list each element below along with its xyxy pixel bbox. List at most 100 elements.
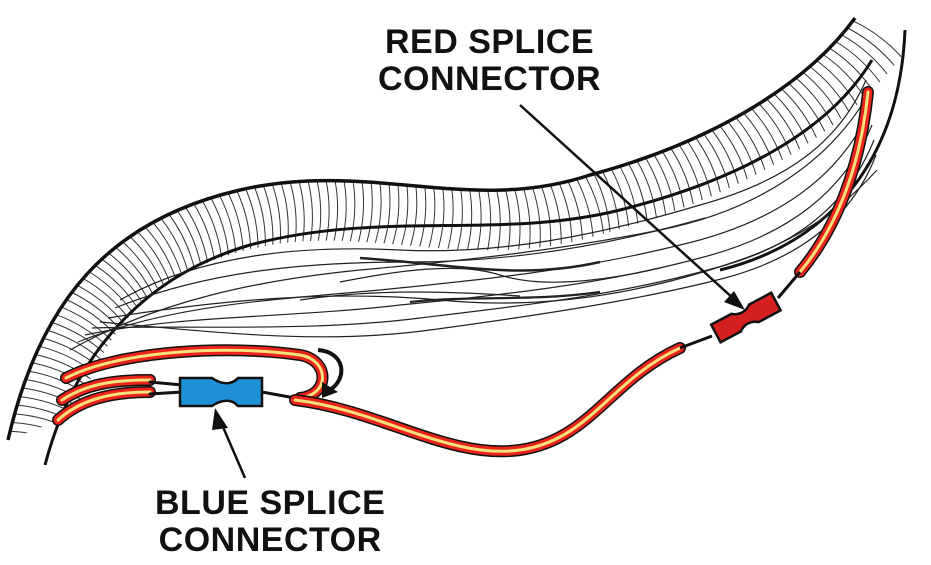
red-splice-connector — [709, 291, 783, 345]
sheath-hatch-line — [108, 252, 149, 299]
sheath-hatch-line — [795, 77, 834, 126]
blue-splice-label-line2: CONNECTOR — [158, 521, 382, 559]
sheath-hatch-line — [576, 178, 594, 237]
sheath-hatch-line — [298, 181, 305, 242]
sheath-hatch-line — [727, 121, 757, 175]
sheath-hatch-line — [35, 354, 91, 380]
sheath-hatch-line — [636, 160, 657, 218]
sheath-hatch-line — [437, 188, 445, 249]
sheath-hatch-line — [802, 71, 842, 119]
sheath-hatch-line — [766, 98, 801, 150]
sheath-hatch-line — [289, 182, 297, 242]
sheath-hatch-line — [349, 181, 356, 242]
sheath-hatch-line — [218, 195, 237, 254]
sheath-hatch-line — [645, 157, 667, 215]
sheath-hatch-line — [487, 190, 492, 251]
sheath-hatch-line — [160, 217, 189, 272]
blue-splice-connector — [178, 376, 264, 408]
sheath-hatch-line — [835, 41, 881, 83]
sheath-hatch-line — [383, 183, 391, 244]
sheath-hatch-line — [401, 185, 409, 246]
sheath-hatch-line — [788, 83, 826, 132]
sheath-hatch-line — [77, 284, 125, 324]
sheath-hatch-line — [751, 108, 783, 161]
stripped-ends-left — [148, 380, 297, 400]
sheath-hatch-line — [144, 226, 177, 279]
sheath-hatch-line — [711, 129, 739, 184]
sheath-hatch-line — [316, 180, 322, 241]
sheath-hatch-line — [82, 277, 129, 319]
sheath-hatch-line — [122, 241, 159, 291]
sheath-hatch-line — [514, 189, 521, 250]
sheath-hatch-line — [374, 182, 382, 243]
sheath-hatch-line — [678, 144, 703, 201]
sheath-hatch-line — [129, 236, 165, 287]
sheath-hatch-line — [447, 188, 454, 249]
red-splice-label: RED SPLICE CONNECTOR — [378, 24, 601, 98]
twist-arrow-icon — [317, 348, 344, 398]
sheath-hatch-line — [628, 163, 648, 221]
sheath-hatch-line — [653, 154, 676, 212]
sheath-hatch-line — [457, 189, 463, 250]
sheath-hatch-line — [88, 271, 134, 314]
sheath-hatch-line — [584, 176, 604, 234]
sheath-hatch-line — [809, 66, 850, 113]
right-wires — [794, 86, 874, 278]
blue-splice-label: BLUE SPLICE CONNECTOR — [155, 485, 385, 559]
sheath-hatch-line — [8, 439, 67, 440]
sheath-hatch-line — [841, 34, 888, 75]
sheath-hatch-line — [773, 93, 809, 144]
sheath-hatch-line — [505, 189, 511, 250]
sheath-hatch-line — [152, 222, 183, 276]
sheath-hatch-line — [661, 151, 685, 208]
sheath-hatch-line — [476, 190, 482, 251]
sheath-hatch-line — [366, 182, 373, 243]
stripped-end-right — [776, 271, 802, 299]
sheath-hatch-line — [341, 180, 347, 241]
sheath-hatch-line — [419, 186, 427, 247]
sheath-hatch-line — [703, 133, 730, 189]
sheath-hatch-line — [168, 213, 195, 269]
sheath-hatch-line — [781, 88, 817, 138]
wire-bundle — [69, 79, 878, 351]
sheath-hatch-line — [210, 197, 230, 256]
sheath-hatch-line — [193, 203, 216, 261]
sheath-hatch-line — [325, 180, 330, 241]
sheath-hatch-line — [95, 264, 139, 309]
sheath-hatch-line — [115, 246, 154, 295]
sheath-hatch-line — [307, 180, 313, 242]
sheath-hatch-line — [602, 171, 620, 230]
sheath-hatch-line — [743, 112, 775, 166]
sheath-hatch-line — [358, 181, 365, 242]
sheath-hatch-line — [496, 190, 501, 251]
sheath-hatch-line — [816, 60, 858, 106]
blue-splice-label-line1: BLUE SPLICE — [155, 484, 386, 522]
blue-callout-leader — [212, 408, 247, 479]
sheath-hatch-line — [333, 180, 339, 241]
sheath-hatch-line — [686, 140, 712, 197]
red-callout-leader — [519, 104, 745, 310]
sheath-hatch-line — [852, 20, 902, 57]
sheath-hatch-line — [428, 187, 436, 248]
red-splice-label-line2: CONNECTOR — [378, 60, 601, 98]
left-wires — [52, 344, 329, 426]
sheath-hatch-line — [201, 200, 223, 258]
sheath-hatch-line — [758, 103, 792, 155]
sheath-hatch-line — [719, 125, 748, 180]
sheath-hatch-line — [71, 291, 120, 330]
sheath-hatch-line — [695, 137, 721, 193]
stripped-end-long — [679, 334, 713, 350]
red-splice-label-line1: RED SPLICE — [384, 23, 595, 61]
sheath-hatch-line — [176, 210, 202, 266]
sheath-hatch-line — [847, 27, 895, 66]
sheath-hatch-line — [392, 184, 400, 245]
sheath-hatch-line — [735, 117, 766, 171]
sheath-hatch-line — [184, 206, 209, 263]
sheath-hatch-line — [410, 185, 418, 246]
sheath-hatch-line — [619, 166, 639, 224]
sheath-hatch-line — [670, 147, 694, 204]
long-wire — [289, 342, 686, 458]
sheath-hatch-line — [466, 189, 473, 250]
sheath-hatch-line — [47, 329, 101, 360]
